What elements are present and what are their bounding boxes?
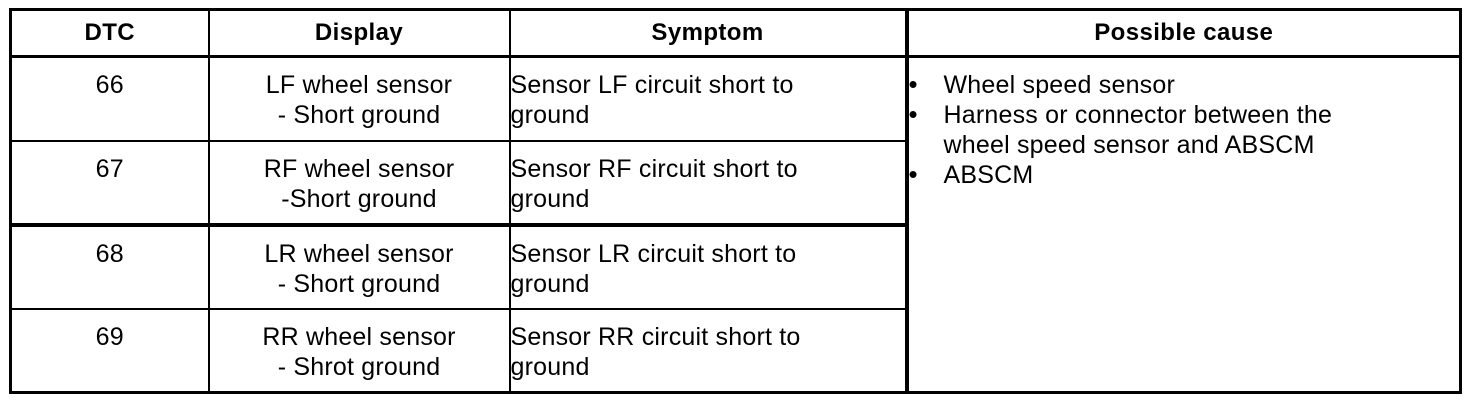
display-line-2: -Short ground <box>281 184 437 213</box>
header-cell-possible-cause: Possible cause <box>905 8 1462 58</box>
dtc-table: DTC Display Symptom Possible cause 66 LF… <box>9 8 1462 394</box>
table-row-dtc-66: 66 LF wheel sensor - Short ground Sensor… <box>9 55 1462 394</box>
display-line-1: RF wheel sensor <box>263 154 455 183</box>
header-row: DTC Display Symptom Possible cause <box>9 8 1462 58</box>
display-line-1: LR wheel sensor <box>264 239 454 268</box>
display-cell: RR wheel sensor - Shrot ground <box>207 307 511 394</box>
symptom-cell: Sensor RF circuit short to ground <box>508 139 909 227</box>
dtc-cell: 67 <box>9 139 210 227</box>
possible-cause-cell: • Wheel speed sensor • Harness or connec… <box>905 55 1462 394</box>
bullet-icon: • <box>908 69 918 99</box>
display-line-2: - Shrot ground <box>277 352 441 381</box>
cause-item-text: Wheel speed sensor <box>943 71 1176 99</box>
symptom-text: Sensor LF circuit short to ground <box>510 71 794 129</box>
display-line-2: - Short ground <box>277 269 441 298</box>
display-cell: RF wheel sensor -Short ground <box>207 139 511 227</box>
cause-list: • Wheel speed sensor • Harness or connec… <box>909 70 1460 190</box>
display-line-1: LF wheel sensor <box>265 71 453 99</box>
display-cell: LF wheel sensor - Short ground <box>207 55 511 142</box>
table-row-dtc-68: 68 LR wheel sensor - Short ground Sensor… <box>9 223 1461 310</box>
display-line-1: RR wheel sensor <box>262 322 456 351</box>
display-line-2: - Short ground <box>277 101 441 129</box>
dtc-cell: 66 <box>9 55 210 142</box>
display-cell: LR wheel sensor - Short ground <box>207 223 511 310</box>
cause-item-text: ABSCM <box>943 161 1034 189</box>
header-cell-dtc: DTC <box>9 8 210 58</box>
table-row-dtc-67: 67 RF wheel sensor -Short ground Sensor … <box>9 139 1461 227</box>
header-cell-symptom: Symptom <box>508 8 909 58</box>
bullet-icon: • <box>908 159 918 189</box>
cause-item-text: Harness or connector between the wheel s… <box>943 101 1333 159</box>
symptom-cell: Sensor LF circuit short to ground <box>508 55 909 142</box>
bullet-icon: • <box>908 99 918 129</box>
table-row-dtc-69: 69 RR wheel sensor - Shrot ground Sensor… <box>9 307 1461 394</box>
symptom-cell: Sensor LR circuit short to ground <box>508 223 909 310</box>
symptom-cell: Sensor RR circuit short to ground <box>508 307 909 394</box>
header-cell-display: Display <box>207 8 511 58</box>
dtc-cell: 69 <box>9 307 210 394</box>
cause-item: • Harness or connector between the wheel… <box>909 100 1460 160</box>
cause-item: • ABSCM <box>909 160 1460 190</box>
cause-item: • Wheel speed sensor <box>909 70 1460 100</box>
symptom-text: Sensor RR circuit short to ground <box>510 322 801 381</box>
symptom-text: Sensor RF circuit short to ground <box>510 154 798 213</box>
dtc-cell: 68 <box>9 223 210 310</box>
symptom-text: Sensor LR circuit short to ground <box>510 239 797 298</box>
